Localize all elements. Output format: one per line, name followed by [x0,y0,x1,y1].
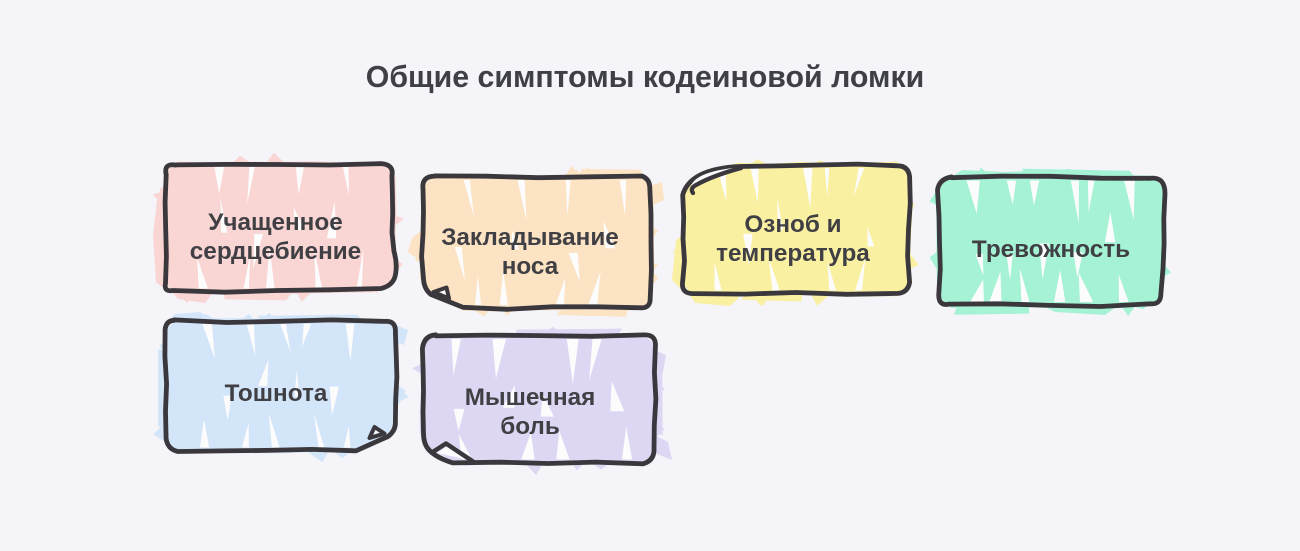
svg-text:сердцебиение: сердцебиение [190,238,361,265]
svg-text:Озноб и: Озноб и [744,211,841,238]
svg-text:Закладывание: Закладывание [441,224,619,251]
svg-text:Общие симптомы кодеиновой ломк: Общие симптомы кодеиновой ломки [366,61,924,94]
svg-text:Тошнота: Тошнота [225,380,328,407]
svg-text:носа: носа [502,253,559,280]
svg-text:Мышечная: Мышечная [465,384,596,411]
svg-text:Учащенное: Учащенное [208,209,342,236]
svg-text:боль: боль [500,413,560,440]
svg-text:Тревожность: Тревожность [972,236,1130,263]
svg-text:температура: температура [716,240,870,267]
